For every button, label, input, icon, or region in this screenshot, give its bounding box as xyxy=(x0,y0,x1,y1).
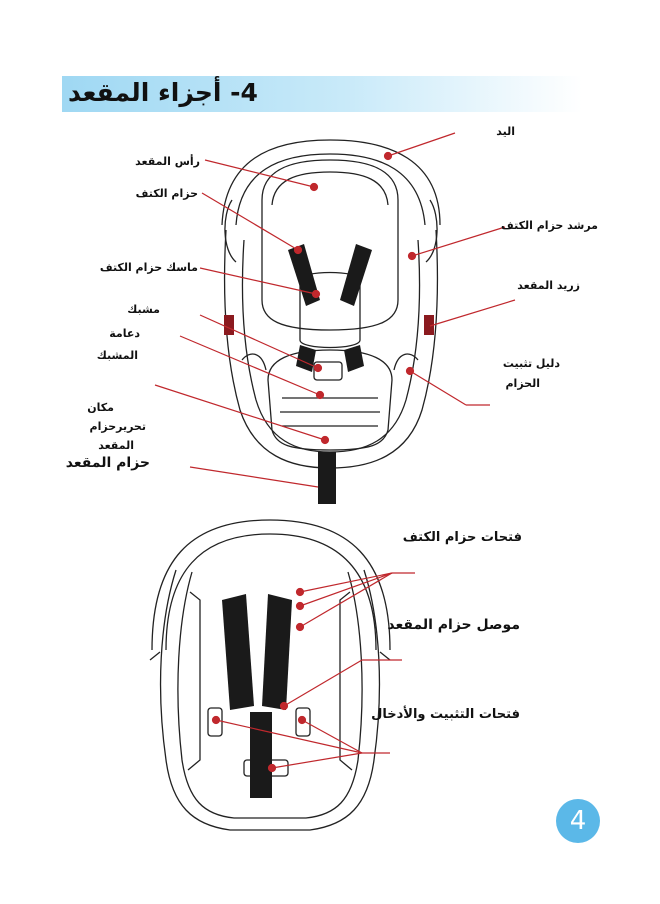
title-bar xyxy=(62,76,582,112)
label-buckle-support-line1: دعامة xyxy=(109,327,140,340)
left-shoulder-strap xyxy=(288,244,320,306)
left-fixing-slot xyxy=(207,707,223,737)
label-shoulder-belt-slots: فتحات حزام الكتف xyxy=(402,530,522,545)
rear-handle xyxy=(151,519,391,651)
label-buckle-support-line2: المشبك xyxy=(96,349,138,362)
seat-shell xyxy=(223,229,439,469)
right-seat-button xyxy=(424,315,434,335)
right-fixing-slot xyxy=(295,707,311,737)
label-seat-belt: حزام المقعد xyxy=(65,455,150,471)
label-fixing-slots: فتحات التثبيت والأدخال xyxy=(371,707,520,722)
label-belt-guide-line1: دليل تثبيت xyxy=(502,357,560,370)
right-shoulder-strap xyxy=(340,244,372,306)
label-buckle: مشبك xyxy=(127,303,160,316)
rear-shell xyxy=(159,569,381,831)
shoulder-pad xyxy=(299,271,361,349)
label-handle: اليد xyxy=(496,125,515,138)
label-shoulder-belt-guide: مرشد حزام الكتف xyxy=(501,219,598,232)
label-release-line3: المقعد xyxy=(98,439,134,452)
label-headrest: رأس المقعد xyxy=(135,155,200,168)
page-number-badge: 4 xyxy=(556,799,600,843)
rear-crotch-strap xyxy=(250,712,272,798)
page-title: 4- أجزاء المقعد xyxy=(68,78,258,107)
left-seat-button xyxy=(224,315,234,335)
label-release-line2: تحريرحزام xyxy=(89,420,146,433)
label-release-line1: مكان xyxy=(87,401,114,414)
label-shoulder-belt-holder: ماسك حزام الكتف xyxy=(99,261,198,274)
rear-left-strap xyxy=(222,594,254,710)
label-seat-belt-connector: موصل حزام المقعد xyxy=(387,617,520,633)
label-belt-guide-line2: الحزام xyxy=(505,377,540,390)
crotch-strap xyxy=(318,452,336,504)
label-shoulder-belt: حزام الكتف xyxy=(135,187,198,200)
rear-right-strap xyxy=(262,594,292,710)
headrest-outline xyxy=(261,159,399,331)
label-seat-button: زريد المقعد xyxy=(517,279,580,292)
handle-outline xyxy=(221,139,441,226)
